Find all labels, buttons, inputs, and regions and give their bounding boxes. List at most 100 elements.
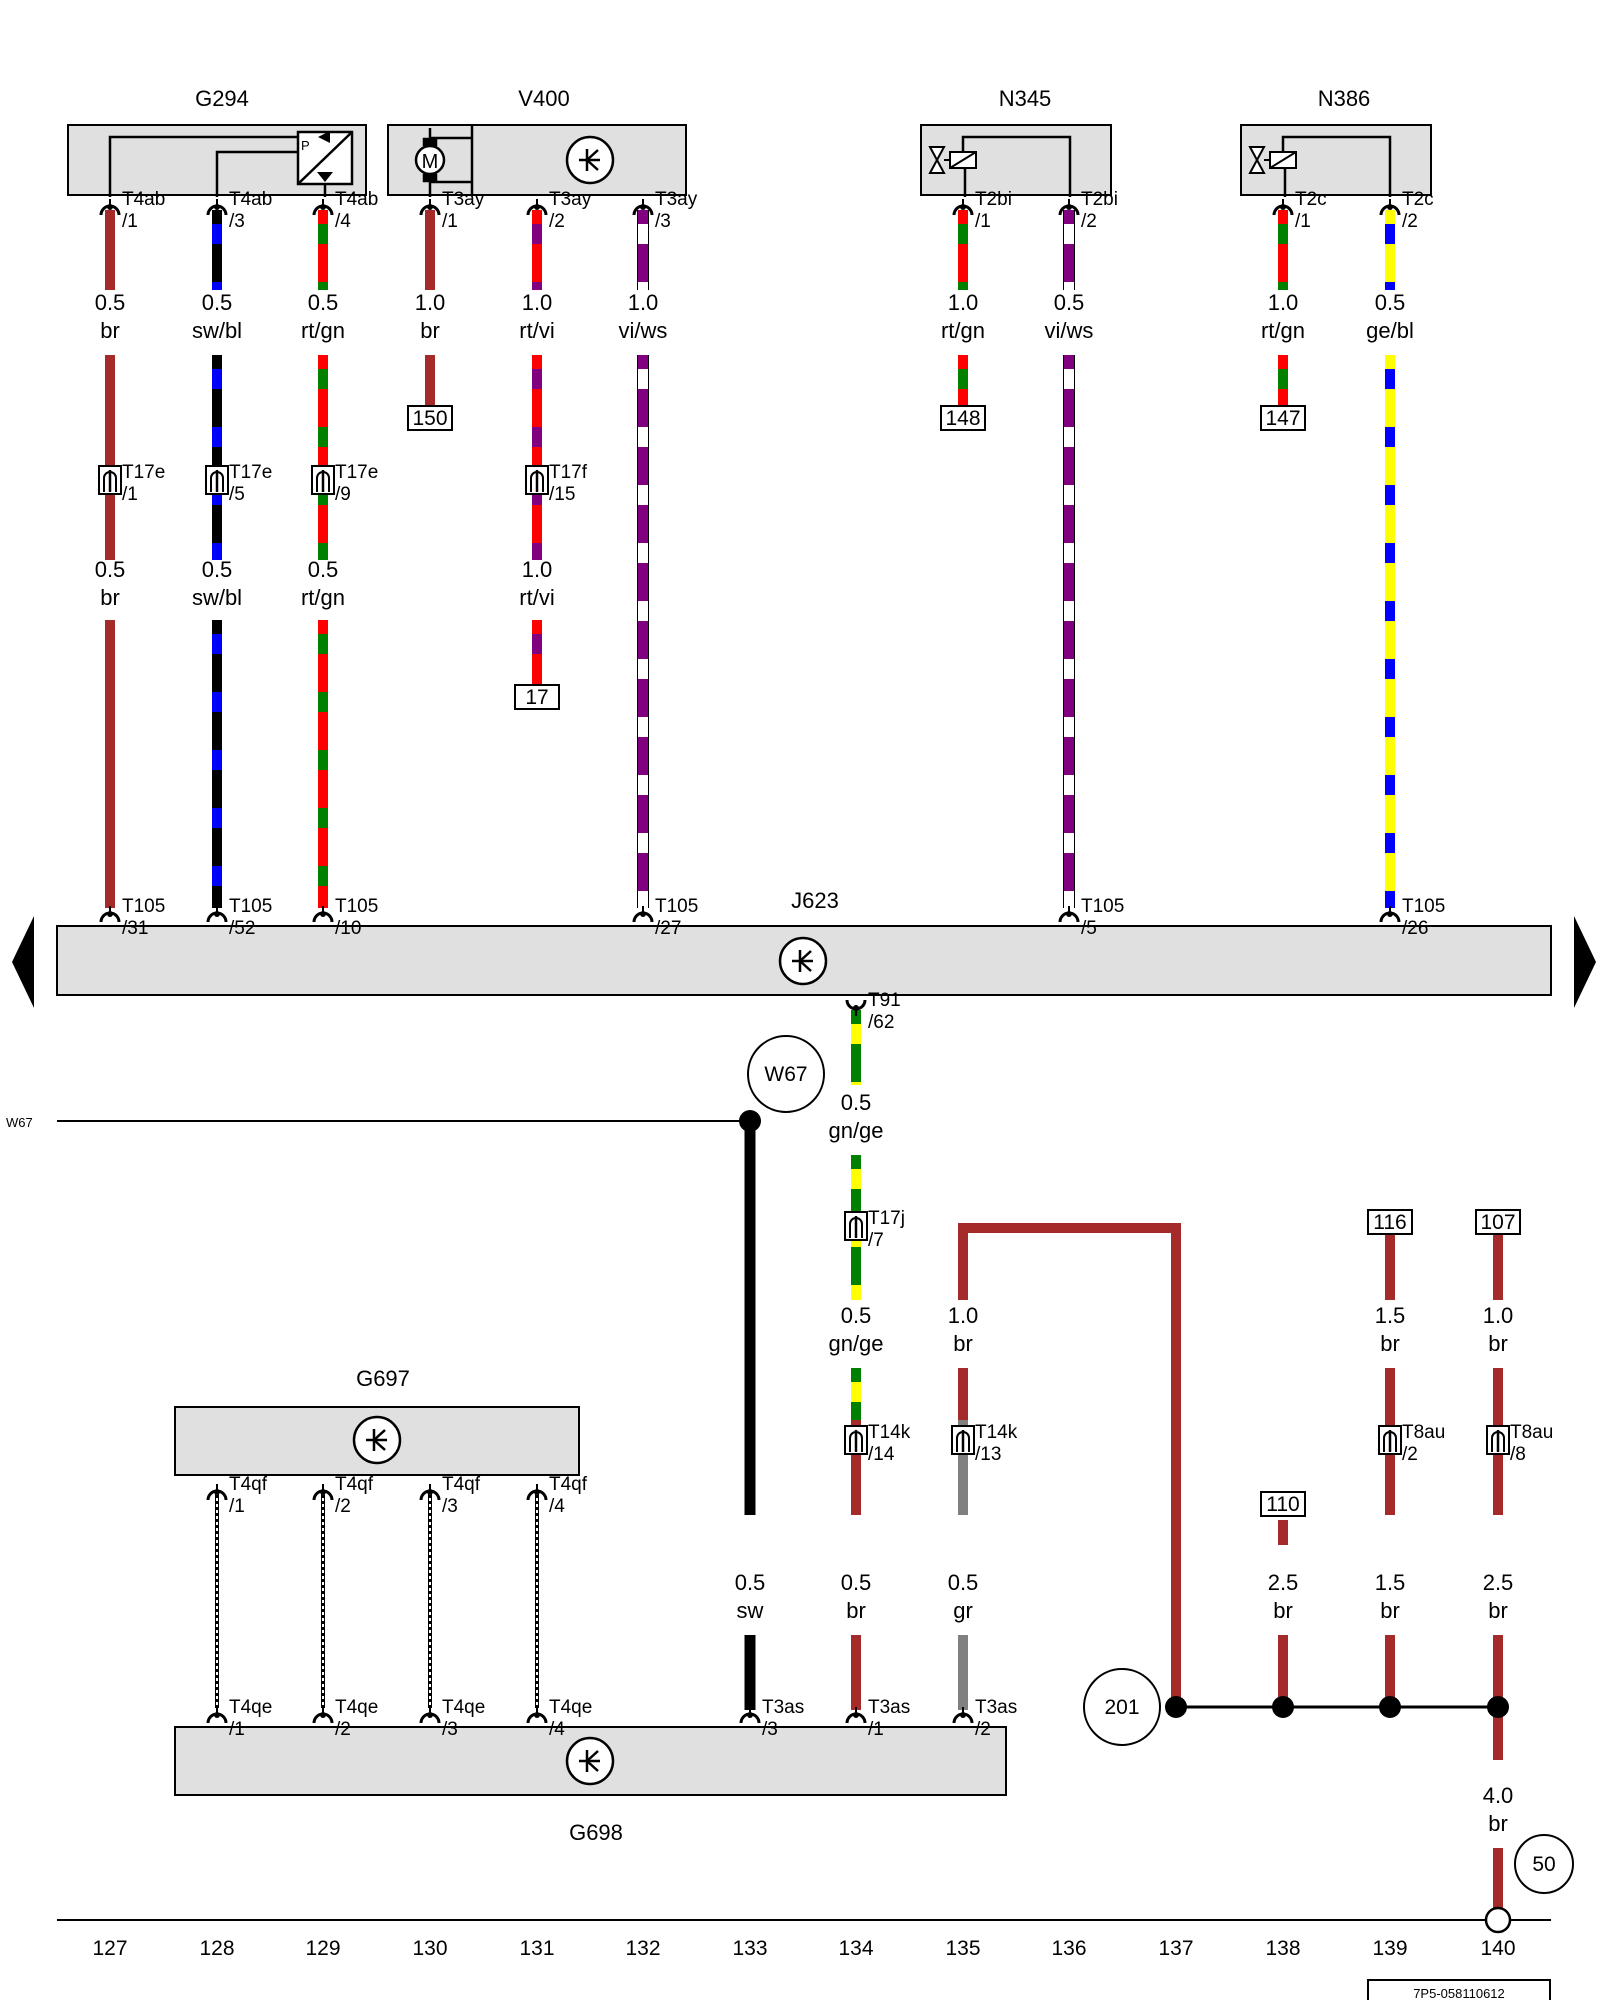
diagram-code: 7P5-058110612 (1413, 1986, 1505, 2000)
connector-t17f15-icon (524, 464, 550, 496)
column-number-137: 137 (1158, 1937, 1193, 1960)
wire-w127b-color: br (100, 585, 120, 610)
pin-t4ab1-label: T4ab (122, 189, 165, 210)
connector-t17e1-label: T17e (122, 462, 165, 483)
pin-t4qf3-number: /3 (442, 1496, 458, 1517)
pin-t4qf1-number: /1 (229, 1496, 245, 1517)
wire-w136a-color: vi/ws (1045, 318, 1094, 343)
symbols-layer (97, 197, 1521, 1725)
wire-w138c-color: br (1273, 1598, 1293, 1623)
wire-w139a-size: 0.5 (1375, 290, 1406, 315)
pin-t2bi2-label: T2bi (1081, 189, 1118, 210)
wire-w128b-size: 0.5 (202, 557, 233, 582)
ref-r150: 150 (412, 407, 447, 430)
j623-ecu-icon (778, 936, 828, 986)
wire-w134c-color: br (846, 1598, 866, 1623)
pin-t4qf2-label: T4qf (335, 1474, 374, 1495)
w67-junction (739, 1110, 761, 1132)
wire-w140a-color: br (1488, 1331, 1508, 1356)
w67-side-label: W67 (6, 1115, 33, 1130)
connector-t17j7-icon (843, 1210, 869, 1242)
ref-r150-box (407, 405, 453, 431)
wire-w127b-size: 0.5 (95, 557, 126, 582)
pin-t4ab4-number: /4 (335, 211, 351, 232)
pin-t3as1-icon (845, 1705, 867, 1725)
wire-136-b (1063, 355, 1075, 908)
wire-w130a-color: br (420, 318, 440, 343)
wire-w129b-color: rt/gn (301, 585, 345, 610)
pin-t4qf4-number: /4 (549, 1496, 565, 1517)
ref-r110: 110 (1266, 1493, 1299, 1516)
pin-t4qe1-label: T4qe (229, 1697, 272, 1718)
pin-t2bi1-number: /1 (975, 211, 991, 232)
wire-w133-color: sw (737, 1598, 764, 1623)
pin-t105_52-icon (206, 904, 228, 924)
w67-marker (747, 1035, 825, 1113)
wire-w139b-color: br (1380, 1331, 1400, 1356)
column-number-130: 130 (412, 1937, 447, 1960)
g294-label: G294 (195, 86, 249, 111)
pin-t3ay3-label: T3ay (655, 189, 698, 210)
column-number-136: 136 (1051, 1937, 1086, 1960)
pin-t4qe1-icon (206, 1705, 228, 1725)
wire-132-a (637, 210, 649, 290)
wire-w135c-size: 0.5 (948, 1570, 979, 1595)
wire-w139b-size: 1.5 (1375, 1303, 1406, 1328)
wire-w128b-color: sw/bl (192, 585, 242, 610)
pin-t105_52-label: T105 (229, 896, 272, 917)
connector-t14k14-icon (843, 1424, 869, 1456)
column-number-129: 129 (305, 1937, 340, 1960)
g698-label: G698 (569, 1820, 623, 1845)
pin-t4ab1-number: /1 (122, 211, 138, 232)
junction-139 (1379, 1696, 1401, 1718)
column-number-139: 139 (1372, 1937, 1407, 1960)
pin-t4qe3-number: /3 (442, 1719, 458, 1740)
pin-t4qe1-number: /1 (229, 1719, 245, 1740)
pin-t3ay2-label: T3ay (549, 189, 592, 210)
connector-t14k13-number: /13 (975, 1444, 1001, 1465)
marker-201 (1083, 1668, 1161, 1746)
connector-t14k14-label: T14k (868, 1422, 911, 1443)
pin-t3ay3-number: /3 (655, 211, 671, 232)
pin-t4qf3-label: T4qf (442, 1474, 481, 1495)
wire-w135b-color: br (953, 1331, 973, 1356)
diagram-code-box (1367, 1979, 1551, 2000)
wire-w132a-size: 1.0 (628, 290, 659, 315)
connector-t17e5-label: T17e (229, 462, 272, 483)
wire-136-a (1063, 210, 1075, 290)
column-number-128: 128 (199, 1937, 234, 1960)
wire-w131a-color: rt/vi (519, 318, 554, 343)
pin-t3as1-label: T3as (868, 1697, 910, 1718)
wire-w140a-size: 1.0 (1483, 1303, 1514, 1328)
pin-t105_10-icon (312, 904, 334, 924)
wire-w134a-color: gn/ge (828, 1118, 883, 1143)
pin-t2c1-label: T2c (1295, 189, 1327, 210)
ref-r147-box (1260, 405, 1306, 431)
wire-w134a-size: 0.5 (841, 1090, 872, 1115)
ref-r148: 148 (945, 407, 980, 430)
wire-w138c-size: 2.5 (1268, 1570, 1299, 1595)
pin-t105_27-label: T105 (655, 896, 698, 917)
pin-t91_62-icon (845, 998, 867, 1018)
wire-w139c-size: 1.5 (1375, 1570, 1406, 1595)
ref-r116-box (1367, 1209, 1413, 1235)
wire-w131b-color: rt/vi (519, 585, 554, 610)
motor-m-symbol: M (422, 151, 439, 173)
g294-arrow-icon (318, 131, 330, 143)
n345-label: N345 (999, 86, 1052, 111)
wire-w140d-size: 4.0 (1483, 1783, 1514, 1808)
g294-p-symbol: P (301, 138, 310, 153)
connector-t17e9-icon (310, 464, 336, 496)
wire-w132a-color: vi/ws (619, 318, 668, 343)
wire-w127a-size: 0.5 (95, 290, 126, 315)
pin-t3as3-icon (739, 1705, 761, 1725)
connector-t14k14-number: /14 (868, 1444, 895, 1465)
column-number-127: 127 (92, 1937, 127, 1960)
pin-t3ay1-label: T3ay (442, 189, 485, 210)
connector-t8au2-icon (1377, 1424, 1403, 1456)
pin-t4qe4-label: T4qe (549, 1697, 592, 1718)
wire-w134c-size: 0.5 (841, 1570, 872, 1595)
junction-140 (1487, 1696, 1509, 1718)
wire-w138a-color: rt/gn (1261, 318, 1305, 343)
